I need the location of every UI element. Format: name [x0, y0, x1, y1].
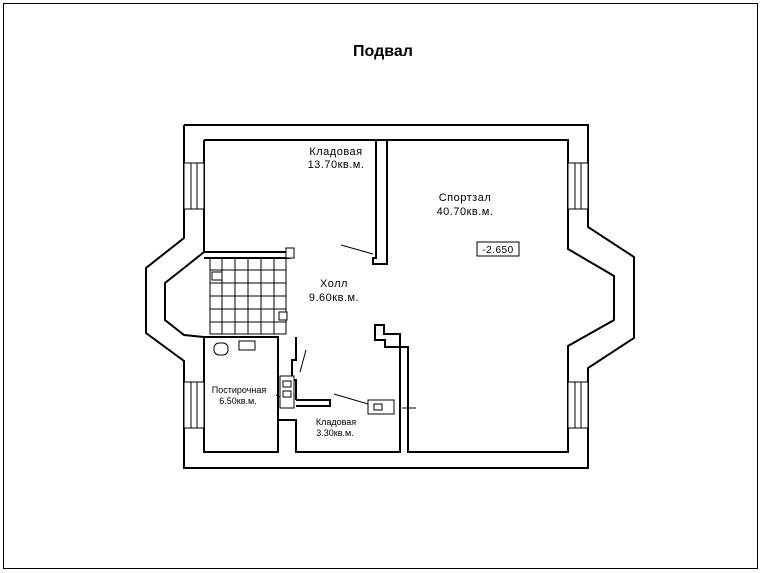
door-storage-1 — [340, 244, 374, 255]
room-area-laundry: 6.50кв.м. — [219, 396, 256, 406]
room-name-hall: Холл — [320, 278, 348, 290]
room-area-storage-1: 13.70кв.м. — [308, 159, 365, 171]
room-name-gym: Спортзал — [439, 192, 492, 204]
partition-laundry — [204, 336, 279, 420]
staircase — [209, 247, 295, 335]
room-name-laundry: Постирочная — [212, 385, 267, 395]
window-top-right — [567, 162, 589, 210]
inner-wall-outline — [164, 139, 615, 453]
fixtures — [213, 340, 395, 415]
room-area-gym: 40.70кв.м. — [437, 206, 494, 218]
level-mark: -2.650 — [476, 241, 520, 257]
window-top-left — [183, 162, 205, 210]
level-mark-value: -2.650 — [482, 245, 513, 256]
room-area-hall: 9.60кв.м. — [309, 292, 359, 304]
door-storage-2 — [333, 393, 369, 405]
room-labels: Кладовая 13.70кв.м. Спортзал 40.70кв.м. … — [212, 146, 494, 438]
doors — [275, 244, 416, 409]
sink-icon — [238, 340, 256, 351]
plan-title: Подвал — [353, 43, 413, 60]
room-name-storage-1: Кладовая — [309, 146, 362, 158]
door-laundry — [299, 349, 307, 373]
window-bottom-left — [183, 381, 205, 429]
windows — [183, 162, 589, 429]
partition-storage-gym — [372, 140, 388, 265]
partition-storage-small — [296, 399, 331, 407]
room-name-storage-2: Кладовая — [316, 417, 356, 427]
sheet-border — [3, 3, 758, 569]
room-area-storage-2: 3.30кв.м. — [316, 428, 353, 438]
toilet-icon — [213, 342, 229, 356]
outer-wall-outline — [145, 124, 635, 469]
window-bottom-right — [567, 381, 589, 429]
